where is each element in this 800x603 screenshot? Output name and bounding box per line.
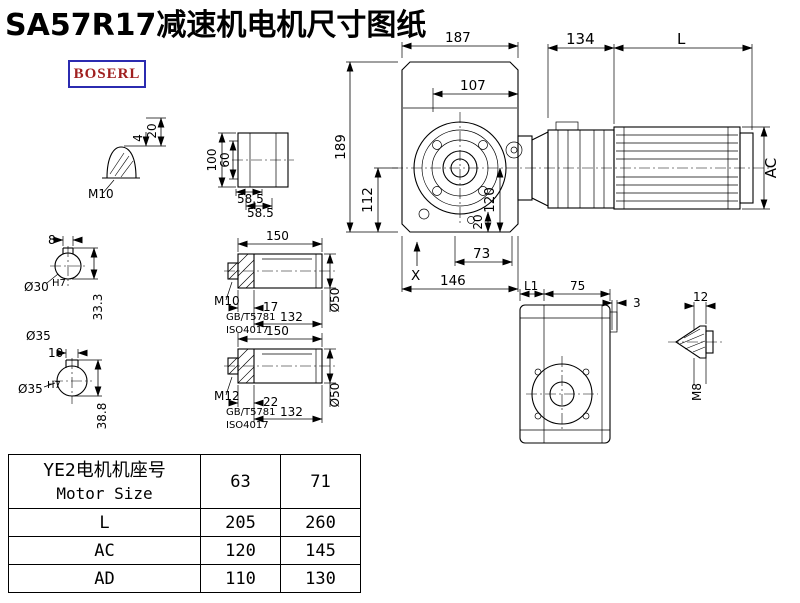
dim-L-label: L — [677, 30, 686, 48]
m8-plug-view: 12 M8 — [668, 290, 722, 401]
motor-dimensions: 134 L AC — [547, 30, 780, 210]
table-row-L-label: L — [8, 508, 201, 537]
motor-size-label-zh: YE2电机机座号 — [43, 459, 166, 481]
shaft2-dim-132-label: 132 — [280, 405, 303, 419]
dim-134-label: 134 — [566, 30, 595, 48]
table-row-AC-label: AC — [8, 536, 201, 565]
boserl-logo: BOSERL — [68, 60, 146, 88]
table-row-AD: AD 110 130 — [8, 564, 361, 593]
table-row-AD-value-63: 110 — [200, 564, 281, 593]
table-header-row: YE2电机机座号 Motor Size 63 71 — [8, 454, 361, 509]
shaft2-dim-22-label: 22 — [263, 395, 278, 409]
eyebolt-dim-4-label: 4 — [131, 134, 145, 142]
table-row-L-value-71: 260 — [280, 508, 361, 537]
sideview-dim-3-label: 3 — [633, 296, 641, 310]
table-row-L-value-63: 205 — [200, 508, 281, 537]
topview-dim-585a-label: 58.5 — [237, 192, 264, 206]
sideview-dim-75-label: 75 — [570, 279, 585, 293]
motor-side-view — [517, 121, 754, 210]
shaft2-standard-gb-label: GB/T5781 — [226, 407, 276, 418]
dim-107-label: 107 — [460, 78, 486, 94]
dim-73-label: 73 — [473, 246, 490, 262]
motor-size-label-en: Motor Size — [56, 483, 153, 503]
table-header-frame-71: 71 — [280, 454, 361, 509]
plug-thread-label: M8 — [690, 383, 704, 401]
shaft1-length-label: 150 — [266, 229, 289, 243]
page-title: SA57R17减速机电机尺寸图纸 — [5, 8, 427, 43]
shaft2-standard-iso-label: ISO4017 — [226, 420, 269, 431]
section35-depth-label: 38.8 — [95, 403, 109, 430]
shaft2-length-label: 150 — [266, 324, 289, 338]
output-shaft-view-1: 150 Ø50 M10 17 132 GB/T5781 ISO4017 — [214, 229, 342, 336]
table-header-frame-63: 63 — [200, 454, 281, 509]
section30-bore-label: Ø30 — [24, 280, 49, 294]
boserl-logo-text: BOSERL — [73, 65, 141, 82]
dim-189-label: 189 — [333, 134, 349, 160]
shaft2-diameter-label: Ø50 — [328, 383, 342, 408]
dim-120-label: 120 — [482, 187, 498, 213]
table-row-AC-value-71: 145 — [280, 536, 361, 565]
x-marker-label: X — [411, 268, 420, 284]
output-shaft-view-2: 150 Ø50 M12 22 132 GB/T5781 ISO4017 — [214, 324, 342, 431]
shaft1-diameter-label: Ø50 — [328, 288, 342, 313]
shaft2-thread-label: M12 — [214, 389, 240, 403]
lifting-eyebolt-view: M10 20 4 — [88, 117, 166, 201]
plug-dim-12-label: 12 — [693, 290, 708, 304]
dim-112-label: 112 — [360, 187, 376, 213]
dim-AC-label: AC — [762, 158, 780, 178]
table-row-AD-value-71: 130 — [280, 564, 361, 593]
eyebolt-dim-20-label: 20 — [145, 123, 159, 138]
dia-35-label: Ø35 — [26, 329, 51, 343]
sideview-dim-L1-label: L1 — [524, 279, 538, 293]
shaft1-dim-132-label: 132 — [280, 310, 303, 324]
section30-keyway-width-label: 8 — [48, 233, 56, 247]
gearbox-side-view: L1 75 3 — [519, 279, 641, 444]
section30-tolerance-label: H7 — [52, 278, 66, 289]
section35-keyway-width-label: 10 — [48, 346, 63, 360]
motor-size-table: YE2电机机座号 Motor Size 63 71 L 205 260 AC 1… — [8, 454, 361, 593]
section35-bore-label: Ø35 — [18, 382, 43, 396]
table-row-AC: AC 120 145 — [8, 536, 361, 565]
shaft-bore-section-30: 8 Ø30 H7 33.3 — [24, 233, 105, 320]
topview-dim-100-label: 100 — [205, 149, 219, 172]
dim-20-label: 20 — [471, 214, 485, 229]
shaft1-dim-17-label: 17 — [263, 300, 278, 314]
table-header-motor-size: YE2电机机座号 Motor Size — [8, 454, 201, 509]
table-row-AD-label: AD — [8, 564, 201, 593]
table-row-L: L 205 260 — [8, 508, 361, 537]
shaft1-thread-label: M10 — [214, 294, 240, 308]
topview-dim-60-label: 60 — [218, 152, 232, 167]
shaft1-standard-iso-label: ISO4017 — [226, 325, 269, 336]
eyebolt-thread-label: M10 — [88, 187, 114, 201]
table-row-AC-value-63: 120 — [200, 536, 281, 565]
shaft-bore-section-35: 10 Ø35 H7 38.8 — [18, 346, 109, 429]
housing-top-view: 100 60 58.5 58.5 — [205, 132, 294, 220]
dim-187-label: 187 — [445, 30, 471, 46]
dim-146-label: 146 — [440, 273, 466, 289]
topview-dim-585b-label: 58.5 — [247, 206, 274, 220]
front-view-dimensions: 187 107 189 112 120 20 73 — [333, 30, 519, 293]
section30-depth-label: 33.3 — [91, 294, 105, 321]
shaft1-standard-gb-label: GB/T5781 — [226, 312, 276, 323]
section35-tolerance-label: H7 — [47, 380, 61, 391]
